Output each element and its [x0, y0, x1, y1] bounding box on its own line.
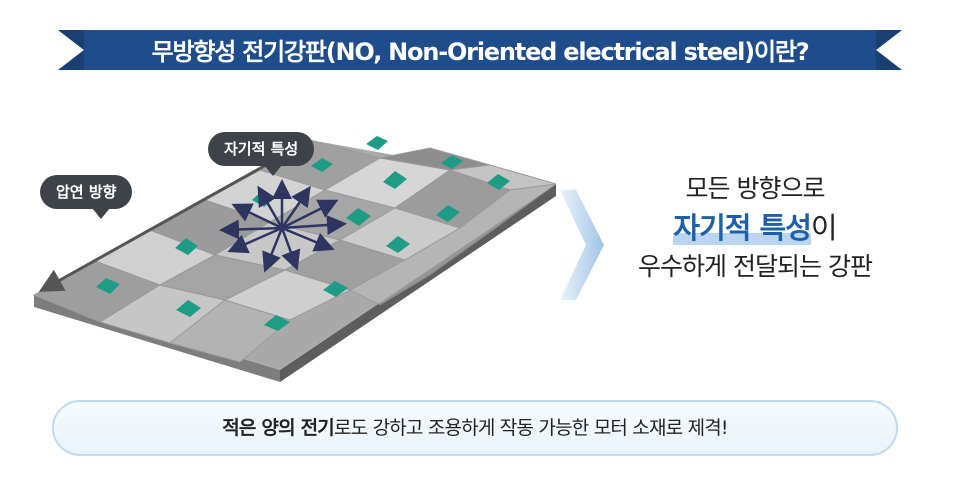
footer-callout: 적은 양의 전기로도 강하고 조용하게 작동 가능한 모터 소재로 제격! — [52, 400, 898, 456]
rolling-direction-label: 압연 방향 — [40, 175, 133, 219]
banner-title: 무방향성 전기강판(NO, Non-Oriented electrical st… — [151, 38, 810, 66]
description-highlight-suffix: 이 — [810, 211, 838, 245]
footer-text: 로도 강하고 조용하게 작동 가능한 모터 소재로 제격! — [333, 417, 729, 439]
rolling-arrow-icon — [38, 144, 301, 292]
description-line-2: 자기적 특성이 — [590, 208, 920, 248]
title-banner — [58, 30, 902, 70]
magnetic-property-label: 자기적 특성 — [208, 132, 315, 176]
footer-bold-text: 적은 양의 전기 — [222, 417, 335, 439]
multidirection-arrows-icon — [219, 179, 347, 273]
chevron-right-icon — [560, 190, 604, 300]
steel-sheet-diagram — [32, 136, 557, 382]
description-line-3: 우수하게 전달되는 강판 — [638, 252, 873, 281]
description-block: 모든 방향으로 자기적 특성이 우수하게 전달되는 강판 — [590, 170, 920, 286]
description-highlight: 자기적 특성 — [673, 208, 812, 248]
description-line-1: 모든 방향으로 — [685, 174, 826, 203]
